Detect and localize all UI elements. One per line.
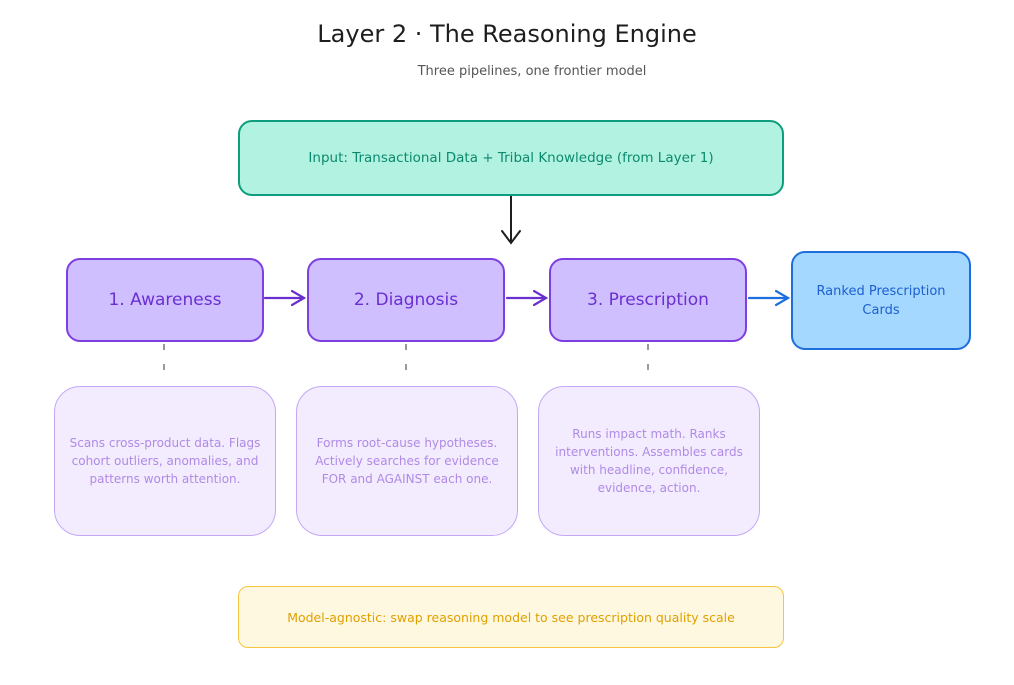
model-agnostic-note: Model-agnostic: swap reasoning model to …: [238, 586, 784, 648]
diagnosis-description: Forms root-cause hypotheses. Actively se…: [296, 386, 518, 536]
diagram-subtitle: Three pipelines, one frontier model: [417, 64, 647, 79]
awareness-description: Scans cross-product data. Flags cohort o…: [54, 386, 276, 536]
awareness-to-diagnosis-arrow: [263, 289, 307, 307]
input-to-diagnosis-arrow: [501, 195, 521, 245]
diagnosis-to-prescription-arrow: [505, 289, 549, 307]
input-box: Input: Transactional Data + Tribal Knowl…: [238, 120, 784, 196]
stage-prescription: 3. Prescription: [549, 258, 747, 342]
output-box: Ranked Prescription Cards: [791, 251, 971, 350]
stage-awareness: 1. Awareness: [66, 258, 264, 342]
prescription-description: Runs impact math. Ranks interventions. A…: [538, 386, 760, 536]
diagram-title: Layer 2 · The Reasoning Engine: [317, 20, 697, 48]
prescription-to-output-arrow: [747, 289, 791, 307]
stage-diagnosis: 2. Diagnosis: [307, 258, 505, 342]
